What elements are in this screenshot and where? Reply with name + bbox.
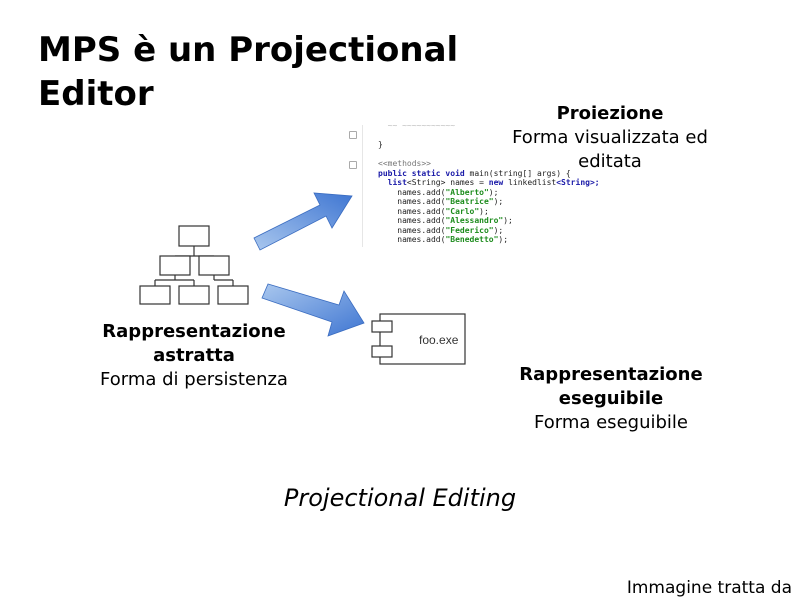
code-line-hidden: ~~ ~~~~~~~~~~~ xyxy=(378,125,456,130)
projection-desc-1: Forma visualizzata ed xyxy=(512,127,708,148)
code-string: "Alberto" xyxy=(445,187,489,197)
code-annotation: <<methods>> xyxy=(378,159,431,168)
component-label: foo.exe xyxy=(419,333,459,347)
code-linkedlist: linkedlist xyxy=(503,178,557,187)
code-projection-panel: ~~ ~~~~~~~~~~~ } <<methods>> public stat… xyxy=(340,125,685,247)
code-call: names.add( xyxy=(397,235,446,244)
executable-heading-2: eseguibile xyxy=(558,388,664,409)
projection-label: Proiezione Forma visualizzata ed editata xyxy=(510,102,710,174)
arrow-to-executable xyxy=(261,283,365,337)
abstract-label: Rappresentazione astratta Forma di persi… xyxy=(94,320,294,392)
image-credit: Immagine tratta da xyxy=(626,578,792,598)
projection-heading: Proiezione xyxy=(556,103,664,124)
code-string: "Alessandro" xyxy=(445,216,504,225)
code-decl: <String> names = xyxy=(406,178,489,187)
code-text: ~~ ~~~~~~~~~~~ } <<methods>> public stat… xyxy=(378,125,600,245)
fold-marker-icon xyxy=(349,161,357,169)
code-string: "Federico" xyxy=(445,225,494,235)
title-line-2: Editor xyxy=(38,74,154,114)
code-brace: } xyxy=(378,140,383,149)
editor-gutter xyxy=(350,125,363,247)
fold-marker-icon xyxy=(349,131,357,139)
title-line-1: MPS è un Projectional xyxy=(38,30,459,70)
code-generic: <String>; xyxy=(556,178,600,187)
code-new-keyword: new xyxy=(488,178,504,187)
code-call-end: ); xyxy=(479,206,489,216)
code-string: "Benedetto" xyxy=(445,235,499,244)
slide-title: MPS è un Projectional Editor xyxy=(38,28,458,116)
code-call-end: ); xyxy=(488,187,499,197)
code-string: "Beatrice" xyxy=(445,197,494,206)
tree-hierarchy-icon xyxy=(139,225,249,305)
code-call: names.add( xyxy=(397,216,446,225)
projection-desc-2: editata xyxy=(578,151,642,172)
code-type: list xyxy=(387,178,407,187)
code-call: names.add( xyxy=(397,187,446,197)
abstract-heading-1: Rappresentazione xyxy=(102,321,286,342)
diagram-caption: Projectional Editing xyxy=(283,484,517,512)
code-keyword: public static void xyxy=(378,168,465,178)
code-call: names.add( xyxy=(397,206,446,216)
code-call-end: ); xyxy=(503,216,513,225)
executable-desc: Forma eseguibile xyxy=(534,412,688,433)
component-executable-icon xyxy=(371,313,466,365)
arrow-to-projection xyxy=(253,192,353,251)
code-call-end: ); xyxy=(493,225,504,235)
abstract-heading-2: astratta xyxy=(153,345,235,366)
executable-heading-1: Rappresentazione xyxy=(519,364,703,385)
code-signature: main(string[] args) { xyxy=(464,168,571,178)
executable-label: Rappresentazione eseguibile Forma esegui… xyxy=(511,363,711,435)
code-call: names.add( xyxy=(397,197,446,206)
code-call-end: ); xyxy=(493,197,504,206)
abstract-desc: Forma di persistenza xyxy=(100,369,288,390)
code-string: "Carlo" xyxy=(445,206,480,216)
code-call-end: ); xyxy=(498,235,509,244)
code-call: names.add( xyxy=(397,225,446,235)
